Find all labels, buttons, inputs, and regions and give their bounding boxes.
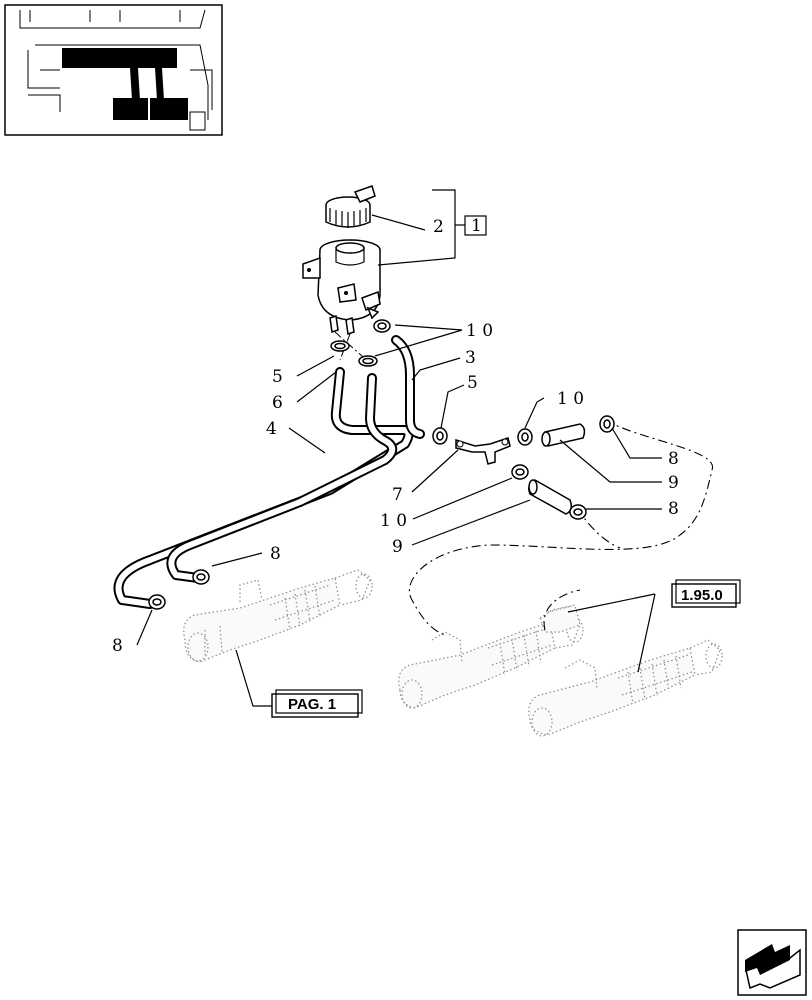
ref-box-1-label[interactable]: 1 <box>471 216 482 236</box>
hose-3 <box>391 335 425 439</box>
ghost-master-cylinder-right <box>528 639 723 737</box>
callout-6: 6 <box>272 393 283 413</box>
callout-8-upper-right: 8 <box>668 449 679 469</box>
callout-9-lower: 9 <box>392 537 403 557</box>
ref-pag1-label: PAG. 1 <box>288 696 336 713</box>
tee-fitting-7 <box>455 437 511 465</box>
callout-7: 7 <box>392 485 403 505</box>
callout-8-middle: 8 <box>270 544 281 564</box>
hose-clamps <box>148 319 615 610</box>
ghost-hose-route <box>408 419 713 636</box>
hose-6 <box>166 373 398 583</box>
ref-box-pag1[interactable]: PAG. 1 <box>271 689 363 718</box>
callout-10-bottom: 1 0 <box>380 511 407 531</box>
ref-box-1-frame <box>464 215 487 236</box>
callout-4: 4 <box>266 419 277 439</box>
ghost-reservoir-small <box>539 604 581 633</box>
ghost-master-cylinder-left <box>183 569 373 663</box>
callout-2: 2 <box>433 217 444 237</box>
callout-8-left: 8 <box>112 636 123 656</box>
reservoir-cap <box>325 185 376 228</box>
reservoir-tank <box>302 239 381 335</box>
callout-5-right: 5 <box>467 373 478 393</box>
callout-10-top: 1 0 <box>466 321 493 341</box>
ref-1950-label: 1.95.0 <box>681 587 723 604</box>
outlet-centerline-2 <box>339 333 351 361</box>
callout-3: 3 <box>465 348 476 368</box>
hose-9-lower <box>528 479 573 515</box>
next-page-arrow-icon[interactable] <box>737 929 807 996</box>
callout-10-right: 1 0 <box>557 389 584 409</box>
leader-lines <box>136 189 662 707</box>
callout-8-lower-right: 8 <box>668 499 679 519</box>
hose-4 <box>113 367 414 609</box>
callout-5-left: 5 <box>272 367 283 387</box>
callout-9-upper: 9 <box>668 473 679 493</box>
hose-9-upper <box>541 423 586 447</box>
location-thumbnail <box>4 4 223 136</box>
ref-box-1950[interactable]: 1.95.0 <box>671 579 741 608</box>
